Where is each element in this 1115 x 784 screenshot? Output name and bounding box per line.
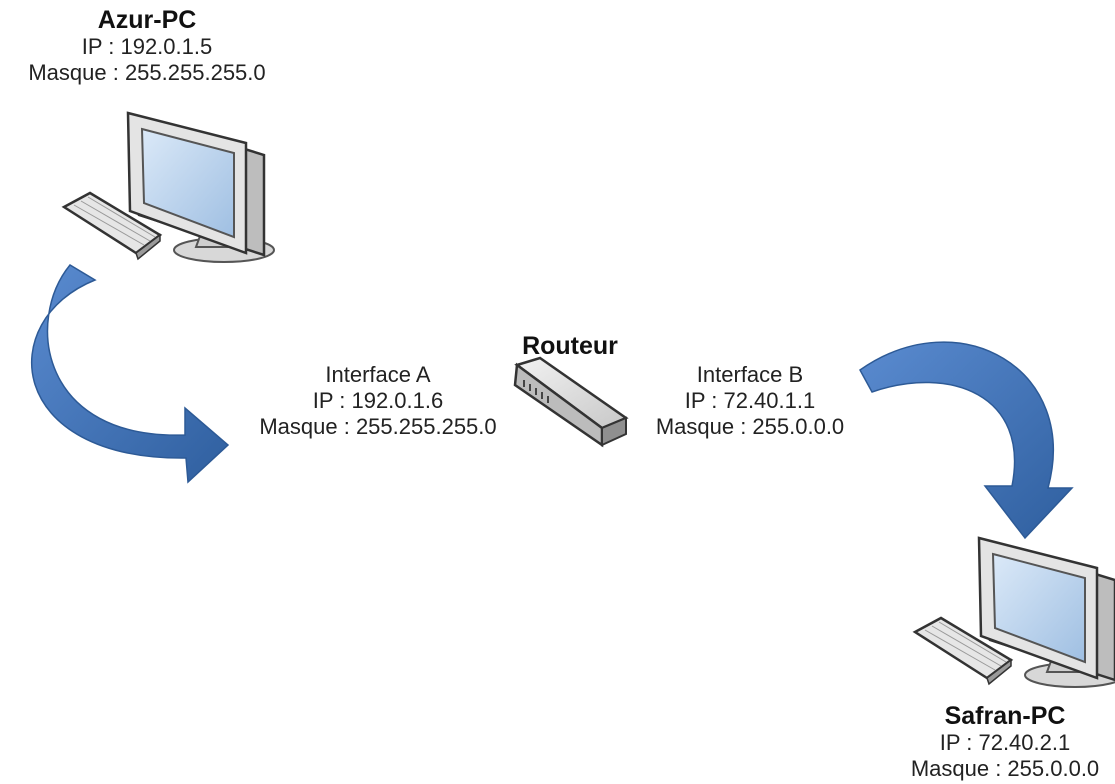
router-name: Routeur: [522, 332, 618, 360]
interface-b-mask: Masque : 255.0.0.0: [655, 414, 845, 439]
safran-pc-computer-icon: [913, 536, 1115, 689]
arrow-router-to-safran-icon: [859, 341, 1074, 540]
interface-b-name: Interface B: [696, 362, 804, 387]
interface-b-labels: Interface B IP : 72.40.1.1 Masque : 255.…: [635, 362, 865, 440]
safran-pc-name: Safran-PC: [944, 702, 1066, 730]
interface-a-ip: IP : 192.0.1.6: [312, 388, 444, 413]
safran-pc-labels: Safran-PC IP : 72.40.2.1 Masque : 255.0.…: [895, 702, 1115, 782]
safran-pc-ip: IP : 72.40.2.1: [939, 730, 1071, 755]
interface-a-labels: Interface A IP : 192.0.1.6 Masque : 255.…: [230, 362, 526, 440]
safran-pc-mask: Masque : 255.0.0.0: [910, 756, 1100, 781]
azur-pc-mask: Masque : 255.255.255.0: [28, 60, 266, 85]
azur-pc-labels: Azur-PC IP : 192.0.1.5 Masque : 255.255.…: [0, 6, 294, 86]
interface-a-name: Interface A: [325, 362, 431, 387]
router-label-block: Routeur: [500, 332, 640, 360]
azur-pc-ip: IP : 192.0.1.5: [81, 34, 213, 59]
interface-b-ip: IP : 72.40.1.1: [684, 388, 816, 413]
interface-a-mask: Masque : 255.255.255.0: [259, 414, 497, 439]
arrow-azur-to-router-icon: [31, 264, 230, 484]
azur-pc-computer-icon: [62, 111, 276, 264]
azur-pc-name: Azur-PC: [97, 6, 197, 34]
router-icon: [513, 356, 629, 448]
